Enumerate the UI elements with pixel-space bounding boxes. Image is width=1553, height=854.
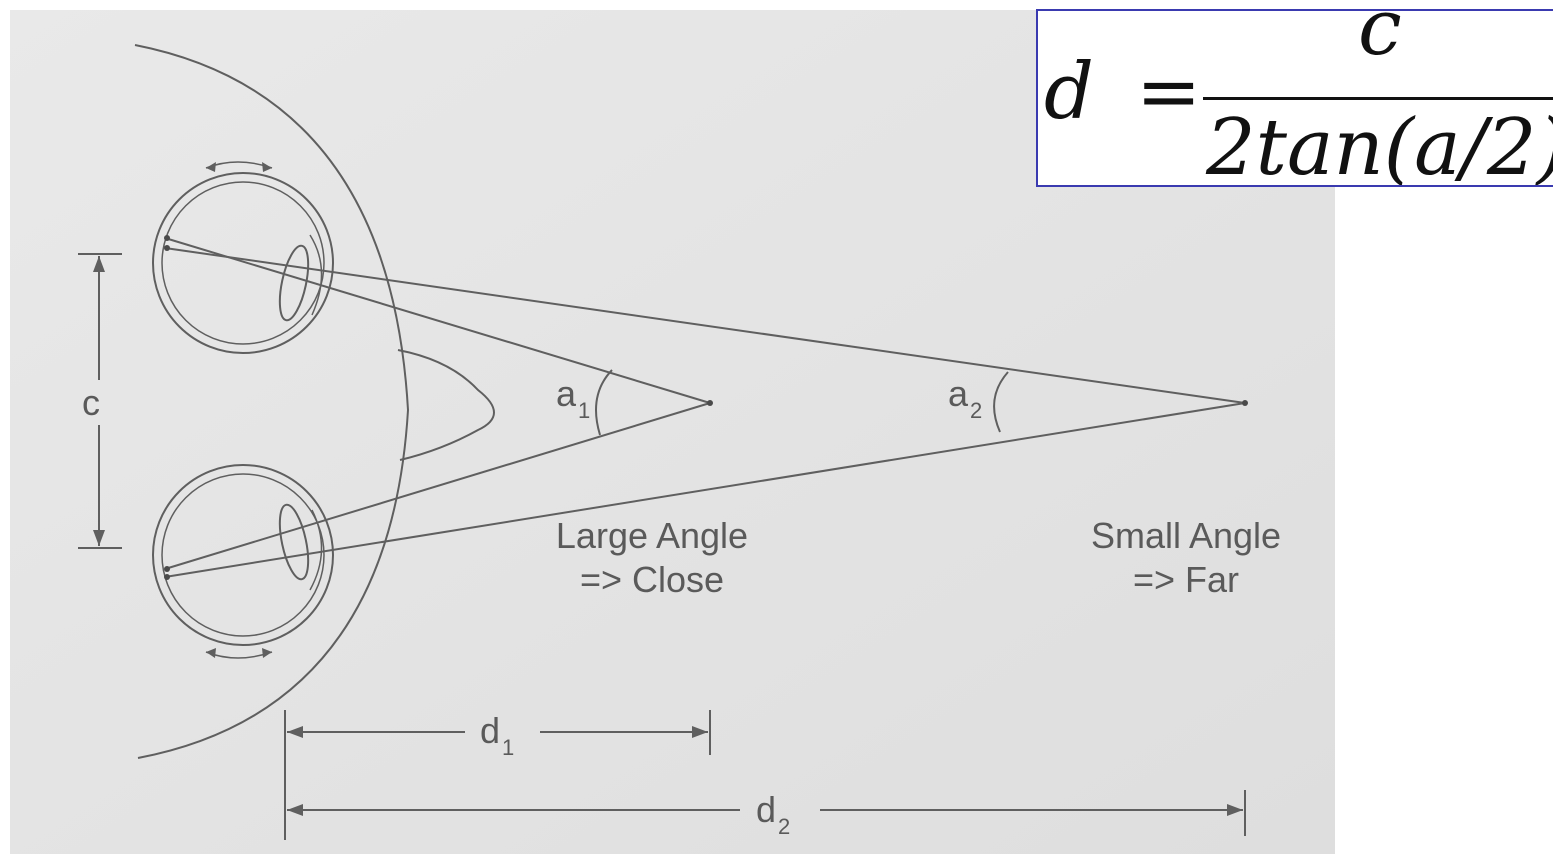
- c-label: c: [82, 382, 100, 423]
- a1-subscript: 1: [578, 398, 590, 423]
- formula-box: d = c 2tan(a/2): [1036, 9, 1553, 187]
- sight-lines: [164, 235, 1248, 580]
- large-angle-line1: Large Angle: [556, 515, 748, 556]
- formula-fraction-bar: [1203, 97, 1553, 100]
- formula-denominator: 2tan(a/2): [1206, 103, 1553, 187]
- angle-a2-arc: [993, 371, 1009, 433]
- small-angle-line2: => Far: [1133, 559, 1239, 600]
- c-dimension: [78, 253, 122, 549]
- angle-a1-arc: [595, 369, 613, 436]
- a1-label: a: [556, 373, 577, 414]
- d1-label: d: [480, 710, 500, 751]
- d2-label: d: [756, 789, 776, 830]
- large-angle-line2: => Close: [580, 559, 724, 600]
- d1-subscript: 1: [502, 735, 514, 760]
- formula-lhs: d: [1044, 47, 1094, 137]
- head-outline: [134, 44, 410, 759]
- d1-dimension: [284, 710, 1246, 840]
- d2-dimension: [287, 804, 1243, 816]
- a2-subscript: 2: [970, 398, 982, 423]
- bottom-eye: [152, 464, 334, 659]
- top-eye: [152, 161, 334, 354]
- formula-numerator: c: [1358, 9, 1402, 73]
- small-angle-line1: Small Angle: [1091, 515, 1281, 556]
- d2-subscript: 2: [778, 814, 790, 839]
- a2-label: a: [948, 373, 969, 414]
- nose-outline: [397, 349, 495, 461]
- formula-equals: =: [1136, 47, 1202, 137]
